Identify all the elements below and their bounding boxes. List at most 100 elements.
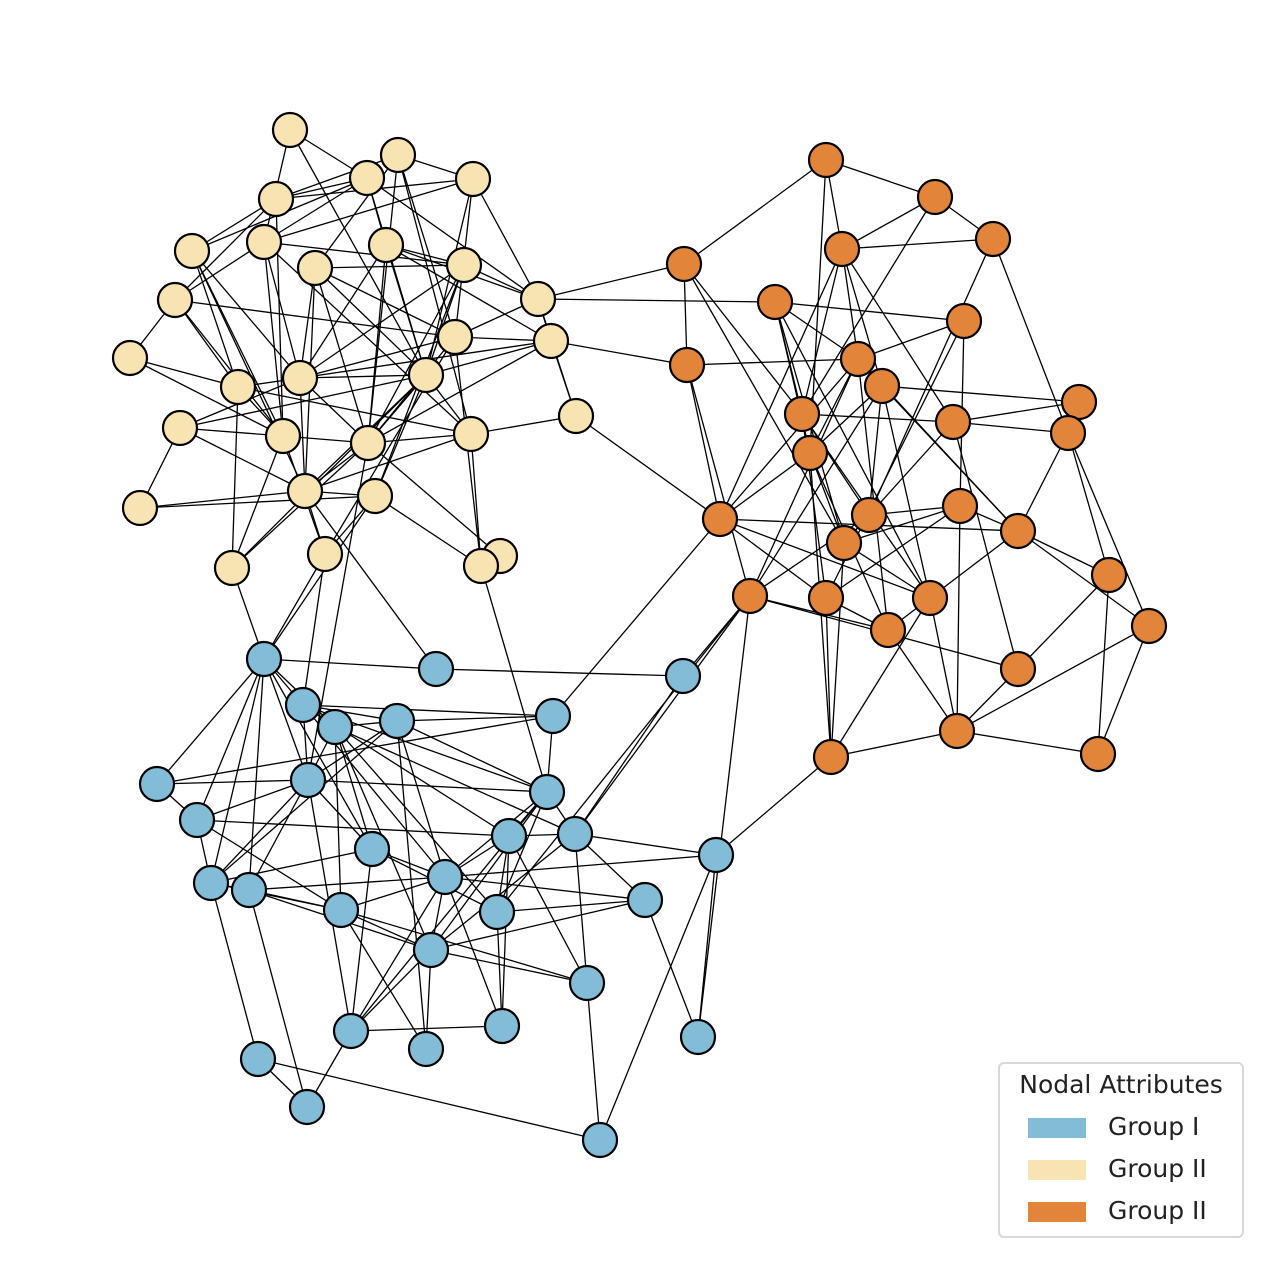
edge: [956, 730, 1099, 755]
edge: [302, 553, 326, 706]
edge: [191, 250, 301, 379]
node-group-2: [173, 232, 211, 270]
edge: [1017, 530, 1150, 627]
edge: [472, 178, 539, 300]
node-group-2: [436, 318, 474, 356]
node-group-1: [230, 871, 268, 909]
edge: [881, 385, 1080, 403]
edge: [719, 518, 827, 599]
node-group-1: [534, 697, 572, 735]
edge: [496, 595, 751, 913]
node-group-2: [367, 226, 405, 264]
edge-layer: [129, 129, 1150, 1141]
node-group-2: [264, 417, 302, 455]
edge: [686, 364, 721, 520]
edge: [196, 819, 510, 837]
node-group-2: [356, 477, 394, 515]
node-group-2: [245, 223, 283, 261]
edge: [396, 720, 446, 878]
edge: [334, 726, 342, 911]
edge: [470, 433, 482, 567]
edge: [314, 267, 369, 444]
node-group-3: [850, 496, 888, 534]
edge: [683, 159, 827, 265]
node-group-1: [626, 881, 664, 919]
edge: [992, 238, 1069, 434]
node-group-2: [454, 160, 492, 198]
node-group-3: [701, 500, 739, 538]
edge: [129, 357, 239, 388]
node-group-3: [1079, 735, 1117, 773]
edge: [263, 241, 301, 379]
node-group-2: [445, 246, 483, 284]
edge: [537, 298, 776, 303]
node-group-2: [121, 489, 159, 527]
edge: [719, 452, 811, 520]
edge: [248, 889, 308, 1108]
node-group-3: [974, 220, 1012, 258]
edge: [248, 779, 309, 891]
node-group-1: [138, 765, 176, 803]
edge: [156, 658, 265, 785]
edge: [574, 833, 588, 984]
edge: [574, 595, 751, 835]
edge: [868, 385, 883, 516]
edge: [435, 668, 684, 677]
node-group-3: [756, 283, 794, 321]
edge: [304, 490, 437, 670]
edge: [196, 819, 342, 911]
edge: [374, 495, 482, 567]
edge: [275, 154, 399, 200]
node-group-1: [378, 702, 416, 740]
edge: [340, 876, 446, 911]
legend-label-group-1: Group I: [1108, 1112, 1200, 1141]
edge: [644, 899, 699, 1038]
edge: [1067, 432, 1150, 627]
node-group-2: [306, 535, 344, 573]
edge: [248, 876, 446, 891]
edge: [430, 791, 548, 951]
node-group-2: [281, 359, 319, 397]
node-group-2: [111, 339, 149, 377]
node-group-3: [938, 712, 976, 750]
edge: [887, 629, 958, 732]
node-group-1: [483, 1007, 521, 1045]
edge: [430, 949, 588, 984]
edge: [508, 835, 588, 984]
edge: [129, 357, 284, 437]
edge: [367, 340, 552, 444]
edge: [314, 267, 427, 376]
node-group-1: [192, 864, 230, 902]
edge: [304, 433, 472, 492]
node-group-3: [807, 141, 845, 179]
node-group-3: [911, 579, 949, 617]
edge: [210, 848, 373, 884]
edge: [179, 427, 306, 492]
node-group-1: [417, 650, 455, 688]
node-group-3: [863, 367, 901, 405]
edge: [552, 518, 721, 717]
edge: [686, 358, 859, 366]
node-group-3: [1090, 556, 1128, 594]
edge: [257, 1058, 601, 1141]
edge: [952, 401, 1080, 423]
node-group-2: [462, 547, 500, 585]
node-group-1: [245, 640, 283, 678]
edge: [367, 264, 465, 444]
node-group-3: [839, 340, 877, 378]
edge: [314, 264, 465, 269]
edge: [574, 675, 684, 835]
legend-label-group-2: Group II: [1108, 1154, 1207, 1183]
node-group-3: [791, 434, 829, 472]
node-group-1: [697, 836, 735, 874]
node-group-2: [349, 424, 387, 462]
edge: [830, 730, 958, 758]
edge: [1097, 574, 1110, 755]
edge: [367, 244, 387, 444]
edge: [599, 854, 717, 1141]
edge: [825, 159, 936, 198]
edge: [683, 263, 803, 415]
edge: [586, 982, 601, 1141]
edge: [841, 248, 859, 360]
edge: [801, 248, 843, 415]
